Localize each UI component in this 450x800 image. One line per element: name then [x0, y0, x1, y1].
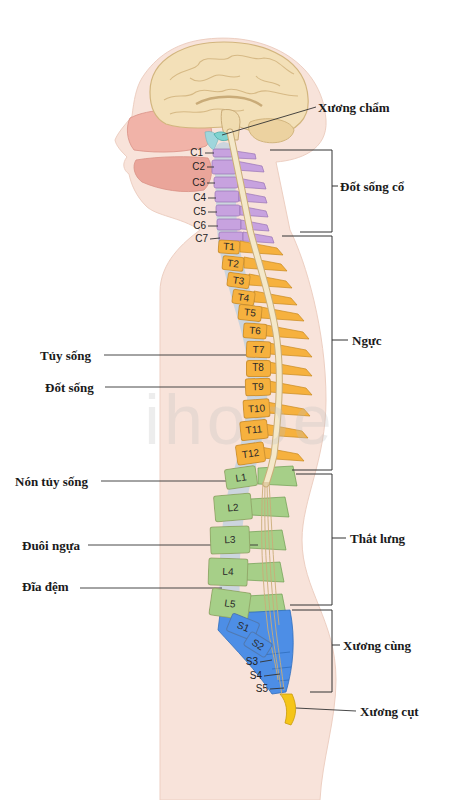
corpus-callosum [196, 97, 262, 106]
vertebra-label: S5 [256, 684, 268, 694]
oral-cavity [134, 157, 211, 192]
leader-lines [80, 107, 356, 711]
cauda-equina [262, 482, 284, 696]
part-label: Tủy sống [40, 349, 91, 362]
vertebra-label: S4 [250, 671, 262, 681]
vertebra-label: L1 [235, 471, 247, 482]
vertebra-body: L5 [208, 587, 252, 620]
vertebra-body: T2 [221, 254, 244, 271]
part-label: Đốt sống [45, 381, 94, 394]
vertebra-label: T12 [241, 447, 259, 459]
vertebra-label: C5 [193, 207, 206, 217]
vertebra-label: C4 [193, 193, 206, 203]
vertebra-body: T11 [239, 419, 269, 442]
vertebra-label: S3 [246, 657, 258, 667]
vertebra-body: T1 [218, 239, 241, 255]
vertebra-body: T5 [237, 304, 263, 322]
vertebra-label: T10 [247, 402, 265, 413]
vertebra-body: T12 [234, 441, 266, 466]
vertebra-label: T6 [249, 326, 261, 337]
region-label: Xương cùng [343, 639, 411, 652]
vertebra-body: T10 [242, 398, 270, 419]
vertebra-body: T9 [245, 378, 272, 397]
lumbar-processes [245, 466, 297, 614]
vertebra-label: C2 [192, 162, 205, 172]
vertebra-label: L5 [224, 598, 236, 609]
vertebra-body: T7 [245, 340, 271, 358]
vertebra-label: T9 [252, 382, 264, 392]
vertebra-label: S2 [250, 637, 266, 652]
part-label: Xương cụt [360, 705, 419, 718]
vertebra-label: L4 [222, 567, 233, 577]
vertebra-label: S1 [235, 620, 250, 634]
vertebra-body: T8 [246, 360, 271, 377]
region-label: Ngực [352, 334, 381, 347]
vertebra-label: C7 [195, 234, 208, 244]
vertebra-label: T5 [244, 307, 257, 318]
vertebra-label: C1 [190, 148, 203, 158]
vertebra-body: L1 [224, 464, 259, 489]
vertebra-label: L2 [227, 502, 239, 513]
part-label: Nón tủy sống [15, 475, 88, 488]
vertebra-label: L3 [224, 535, 235, 545]
vertebra-body: L2 [213, 492, 253, 522]
region-label: Thắt lưng [350, 532, 405, 545]
part-label: Xương chẩm [318, 101, 390, 114]
vertebra-label: T2 [227, 257, 240, 268]
vertebra-body: T3 [226, 271, 251, 289]
vertebra-label: T8 [252, 363, 264, 373]
sacral-segments [262, 652, 291, 681]
cerebellum [248, 119, 294, 143]
vertebra-label: T1 [223, 242, 235, 253]
vertebra-label: C3 [192, 178, 205, 188]
part-label: Đĩa đệm [22, 580, 69, 593]
sacrum [218, 610, 293, 694]
vertebra-label: C6 [193, 221, 206, 231]
coccyx [280, 694, 296, 725]
vertebra-body: T6 [242, 322, 267, 340]
body-silhouette [115, 38, 336, 800]
brain-gyri [164, 55, 298, 114]
vertebra-label: T4 [237, 291, 250, 303]
part-label: Đuôi ngựa [22, 539, 80, 552]
vertebra-label: T3 [232, 274, 245, 286]
vertebra-body: L3 [210, 525, 251, 554]
vertebra-body: L4 [208, 557, 249, 586]
vertebra-label: T11 [245, 424, 262, 436]
vertebra-label: T7 [252, 344, 264, 354]
region-label: Đốt sống cổ [340, 180, 404, 193]
